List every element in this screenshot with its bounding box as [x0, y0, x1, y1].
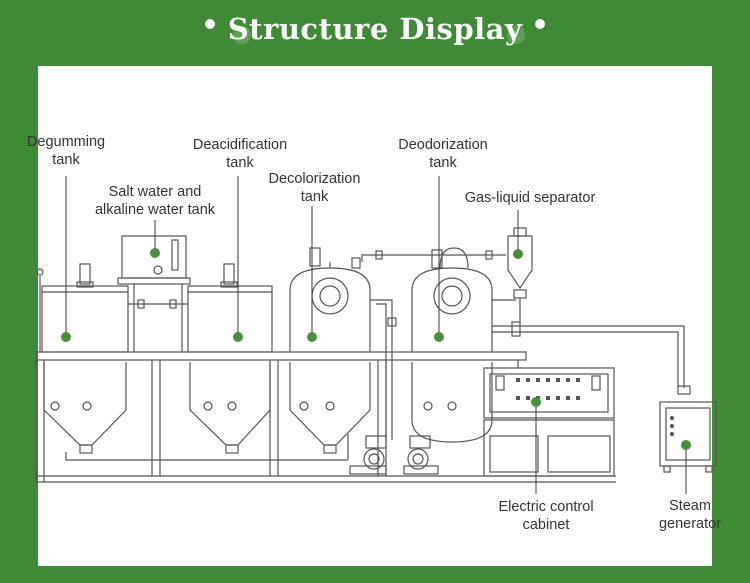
markers [61, 248, 691, 450]
label-degumming-tank: Degumming tank [26, 134, 106, 168]
salt-water-tank [117, 235, 191, 352]
page-title: Structure Display [227, 12, 523, 46]
leader-lines [65, 176, 687, 494]
diagram-panel [38, 66, 712, 566]
electric-cabinet-drawing [483, 367, 615, 477]
base-frame [35, 351, 616, 483]
label-deodorization-tank: Deodorization tank [398, 137, 488, 171]
decor-dot [205, 19, 215, 29]
label-steam-generator: Steam generator [658, 498, 722, 532]
label-gas-liquid-separator: Gas-liquid separator [464, 190, 596, 206]
decor-dot [535, 19, 545, 29]
steam-generator-drawing [659, 385, 717, 473]
label-salt-water-tank: Salt water and alkaline water tank [94, 184, 216, 218]
decor-dot [507, 26, 525, 44]
pumps [349, 435, 439, 475]
decolorization-tank [289, 247, 371, 454]
header-banner: Structure Display [0, 0, 750, 66]
deodorization-tank [411, 247, 493, 443]
decor-dot [233, 26, 251, 44]
deacidification-tank [65, 263, 348, 461]
label-electric-control-cabinet: Electric control cabinet [498, 499, 594, 533]
degumming-tank [36, 263, 129, 454]
gas-liquid-separator [507, 227, 533, 326]
piping [347, 250, 685, 460]
label-deacidification-tank: Deacidification tank [192, 137, 288, 171]
label-decolorization-tank: Decolorization tank [268, 171, 361, 205]
